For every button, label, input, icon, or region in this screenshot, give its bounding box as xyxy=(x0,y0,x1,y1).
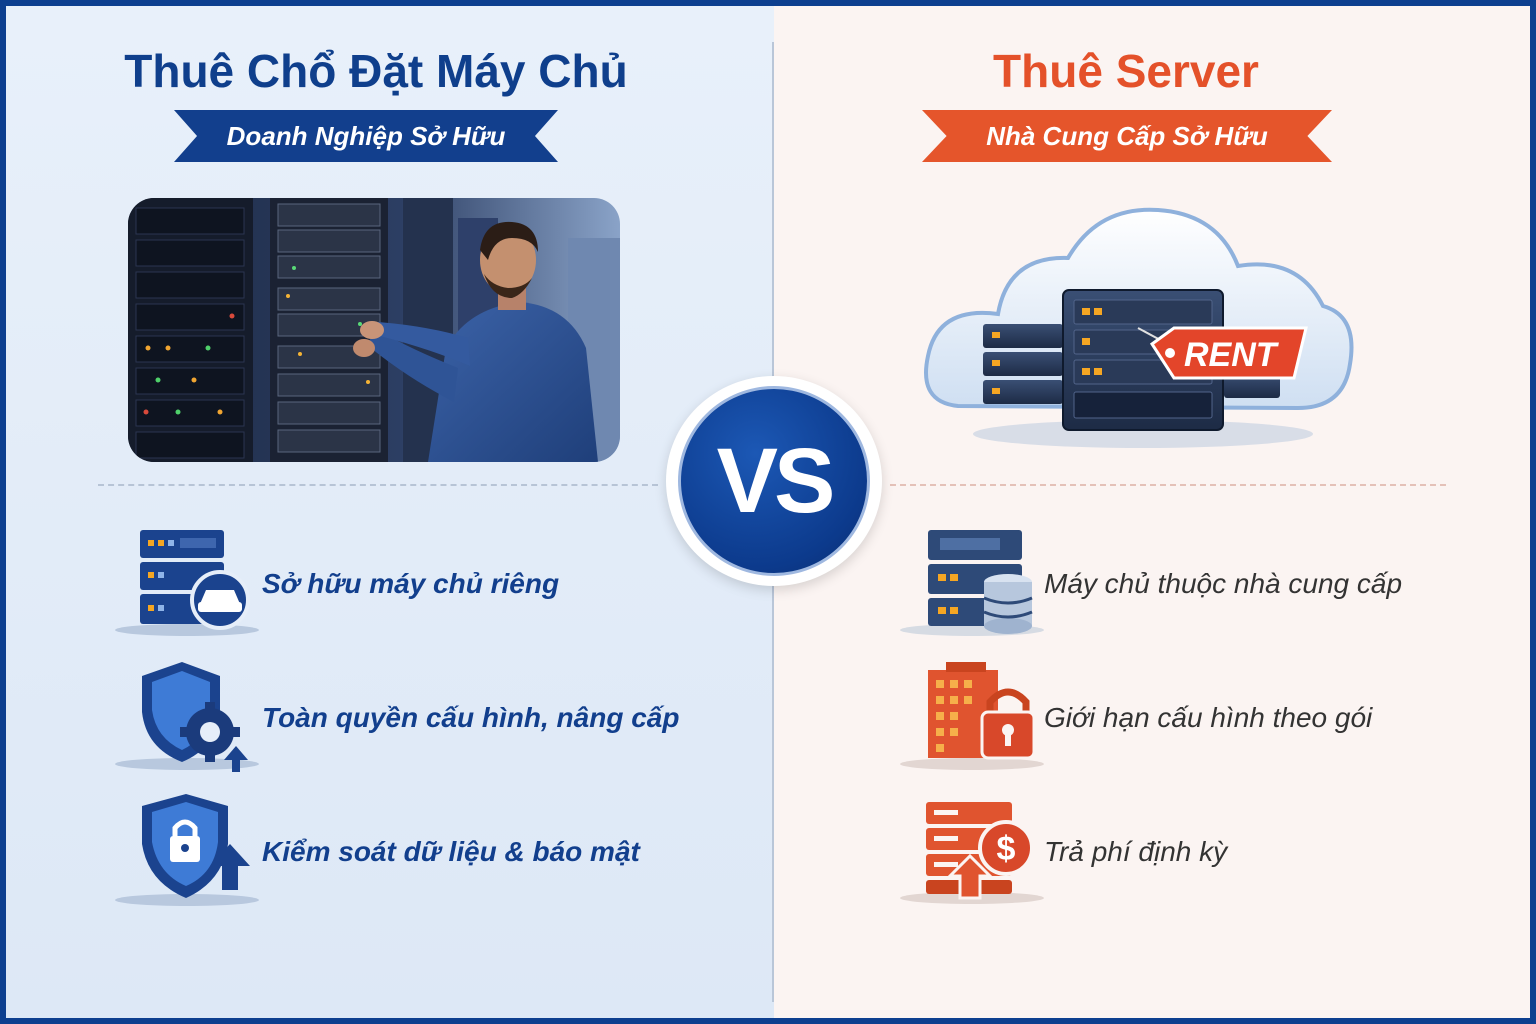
building-lock-icon xyxy=(894,660,1044,775)
vs-badge: VS xyxy=(666,376,882,586)
right-ribbon: Nhà Cung Cấp Sở Hữu xyxy=(922,110,1332,162)
right-feature-label: Trả phí định kỳ xyxy=(1044,835,1228,867)
left-feature-label: Toàn quyền cấu hình, nâng cấp xyxy=(262,701,680,733)
svg-text:$: $ xyxy=(997,830,1016,868)
right-feature-item: $ Trả phí định kỳ xyxy=(894,794,1227,909)
vs-text: VS xyxy=(716,429,836,532)
right-feature-item: Giới hạn cấu hình theo gói xyxy=(894,660,1372,775)
left-title: Thuê Chổ Đặt Máy Chủ xyxy=(124,45,628,97)
right-feature-label: Máy chủ thuộc nhà cung cấp xyxy=(1044,567,1403,599)
rent-tag-text: RENT xyxy=(1184,336,1280,374)
server-database-icon xyxy=(894,526,1044,641)
right-dashed-separator xyxy=(890,484,1446,486)
vs-badge-circle: VS xyxy=(678,386,870,576)
right-panel xyxy=(774,6,1530,1018)
cloud-server-rent-illustration: RENT xyxy=(918,196,1368,456)
left-dashed-separator xyxy=(98,484,658,486)
left-feature-label: Sở hữu máy chủ riêng xyxy=(262,567,560,599)
left-feature-item: Toàn quyền cấu hình, nâng cấp xyxy=(112,660,679,775)
left-ribbon: Doanh Nghiệp Sở Hữu xyxy=(174,110,558,162)
shield-gear-upgrade-icon xyxy=(112,660,262,775)
left-panel xyxy=(6,6,774,1018)
right-feature-label: Giới hạn cấu hình theo gói xyxy=(1044,701,1373,733)
shield-lock-upgrade-icon xyxy=(112,794,262,909)
right-feature-item: Máy chủ thuộc nhà cung cấp xyxy=(894,526,1402,641)
right-title: Thuê Server xyxy=(993,45,1259,97)
left-feature-item: Kiểm soát dữ liệu & báo mật xyxy=(112,794,640,909)
left-feature-item: Sở hữu máy chủ riêng xyxy=(112,526,559,641)
server-car-icon xyxy=(112,526,262,641)
server-dollar-icon: $ xyxy=(894,794,1044,909)
datacenter-technician-photo xyxy=(128,198,620,462)
left-feature-label: Kiểm soát dữ liệu & báo mật xyxy=(262,835,640,867)
